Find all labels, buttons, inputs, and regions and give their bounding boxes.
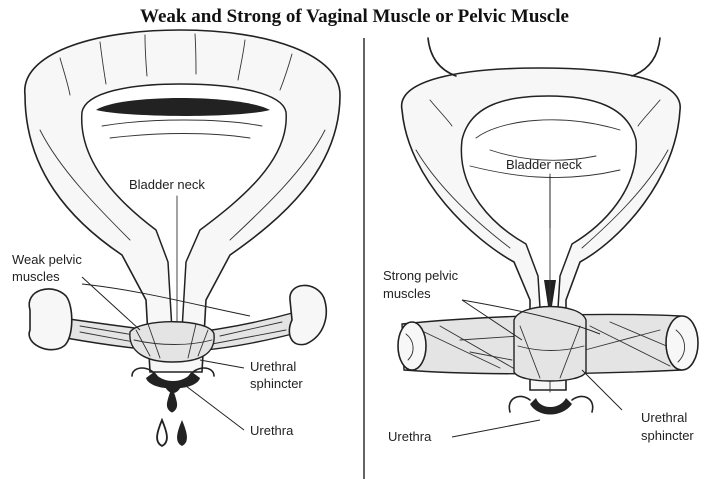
left-label-sphincter-1: Urethral [250,359,296,374]
left-panel-weak: Bladder neck Weak pelvic muscles Urethra… [12,30,340,446]
right-label-bladder-neck: Bladder neck [506,157,582,172]
right-label-urethra: Urethra [388,429,432,444]
left-bone-left [29,289,72,350]
right-urethral-sphincter [514,307,586,382]
left-bone-right [289,285,326,344]
right-bone-right [666,316,698,370]
left-label-urethra: Urethra [250,423,294,438]
left-label-pelvic-2: muscles [12,269,60,284]
left-label-bladder-neck: Bladder neck [129,177,205,192]
left-label-sphincter-2: sphincter [250,376,303,391]
right-label-sphincter-1: Urethral [641,410,687,425]
right-bone-left [398,322,426,370]
right-label-pelvic-2: muscles [383,286,431,301]
right-panel-strong: Bladder neck Strong pelvic muscles Ureth… [383,38,698,444]
right-label-pelvic-1: Strong pelvic [383,268,459,283]
left-label-pelvic-1: Weak pelvic [12,252,82,267]
right-label-sphincter-2: sphincter [641,428,694,443]
